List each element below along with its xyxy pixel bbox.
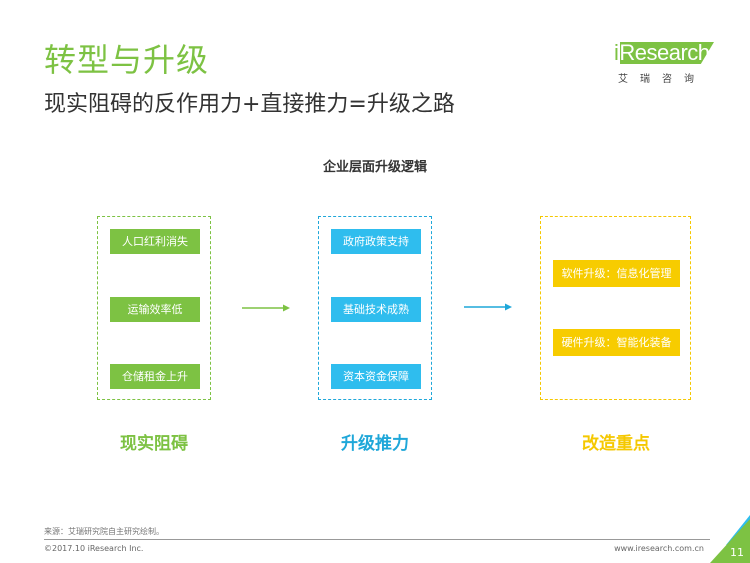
diagram-title: 企业层面升级逻辑 <box>322 160 427 175</box>
focus-label: 改造重点 <box>582 434 650 454</box>
footer-divider <box>44 539 710 540</box>
logo-prefix: i <box>614 40 620 65</box>
obstacles-label: 现实阻碍 <box>120 434 188 454</box>
obstacles-panel <box>97 216 211 400</box>
page-number: 11 <box>730 546 744 559</box>
source-note: 来源：艾瑞研究院自主研究绘制。 <box>44 527 164 536</box>
arrow-right-icon <box>464 303 512 311</box>
obstacle-item: 人口红利消失 <box>110 229 200 254</box>
logo-badge <box>620 42 714 64</box>
drivers-panel <box>318 216 432 400</box>
driver-item: 基础技术成熟 <box>331 297 421 322</box>
driver-item: 政府政策支持 <box>331 229 421 254</box>
focus-panel <box>540 216 691 400</box>
obstacle-item: 运输效率低 <box>110 297 200 322</box>
focus-item: 软件升级：信息化管理 <box>553 260 680 287</box>
logo-brand-text: Research <box>619 40 710 65</box>
logo-chinese-name: 艾瑞咨询 <box>618 74 706 85</box>
page-title: 转型与升级 <box>44 41 210 79</box>
logo-wordmark: iResearch <box>614 40 710 66</box>
iresearch-logo: iResearch 艾瑞咨询 <box>614 40 714 88</box>
website-text: www.iresearch.com.cn <box>614 544 704 553</box>
obstacle-item: 仓储租金上升 <box>110 364 200 389</box>
page-subtitle: 现实阻碍的反作用力+直接推力=升级之路 <box>44 92 455 117</box>
focus-item: 硬件升级：智能化装备 <box>553 329 680 356</box>
copyright-text: ©2017.10 iResearch Inc. <box>44 544 144 553</box>
drivers-label: 升级推力 <box>341 434 409 454</box>
driver-item: 资本资金保障 <box>331 364 421 389</box>
arrow-right-icon <box>242 304 290 312</box>
